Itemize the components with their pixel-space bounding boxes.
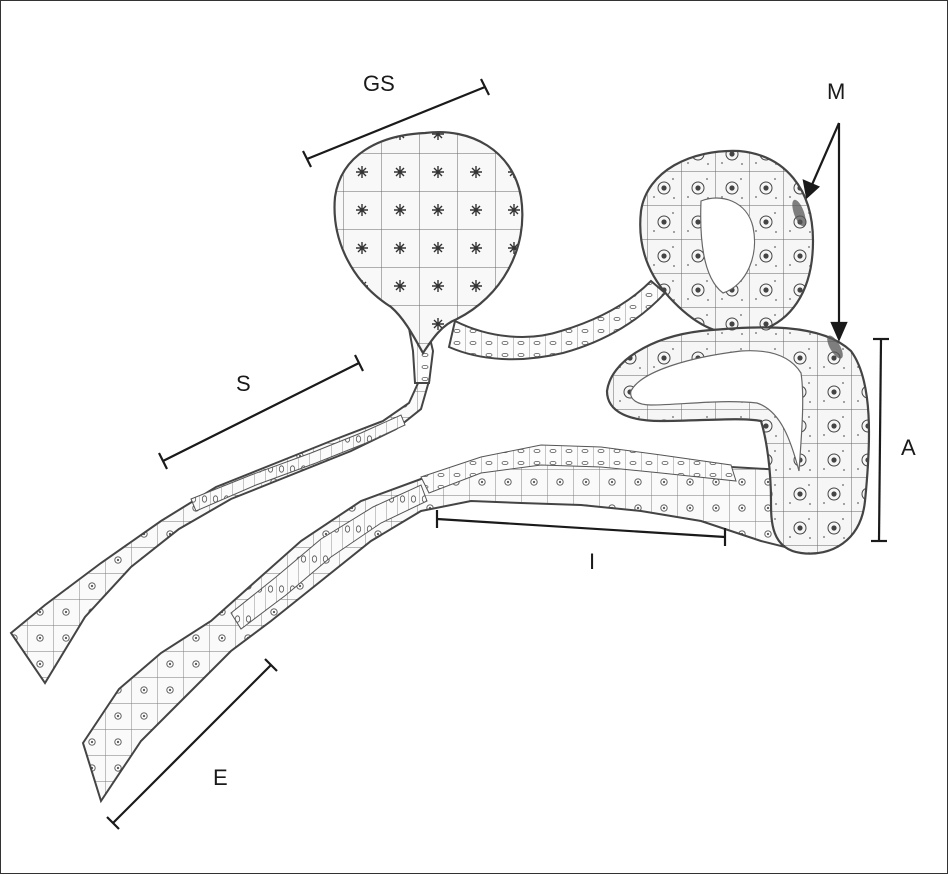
grape-like-structure [335,132,523,353]
label-s: S [236,373,251,395]
label-i: I [589,551,595,573]
label-e: E [213,767,228,789]
label-m: M [827,81,845,103]
duct-lower-columnar-band [231,485,427,629]
label-gs: GS [363,73,395,95]
scale-bar-a [871,339,889,541]
label-a: A [901,437,916,459]
